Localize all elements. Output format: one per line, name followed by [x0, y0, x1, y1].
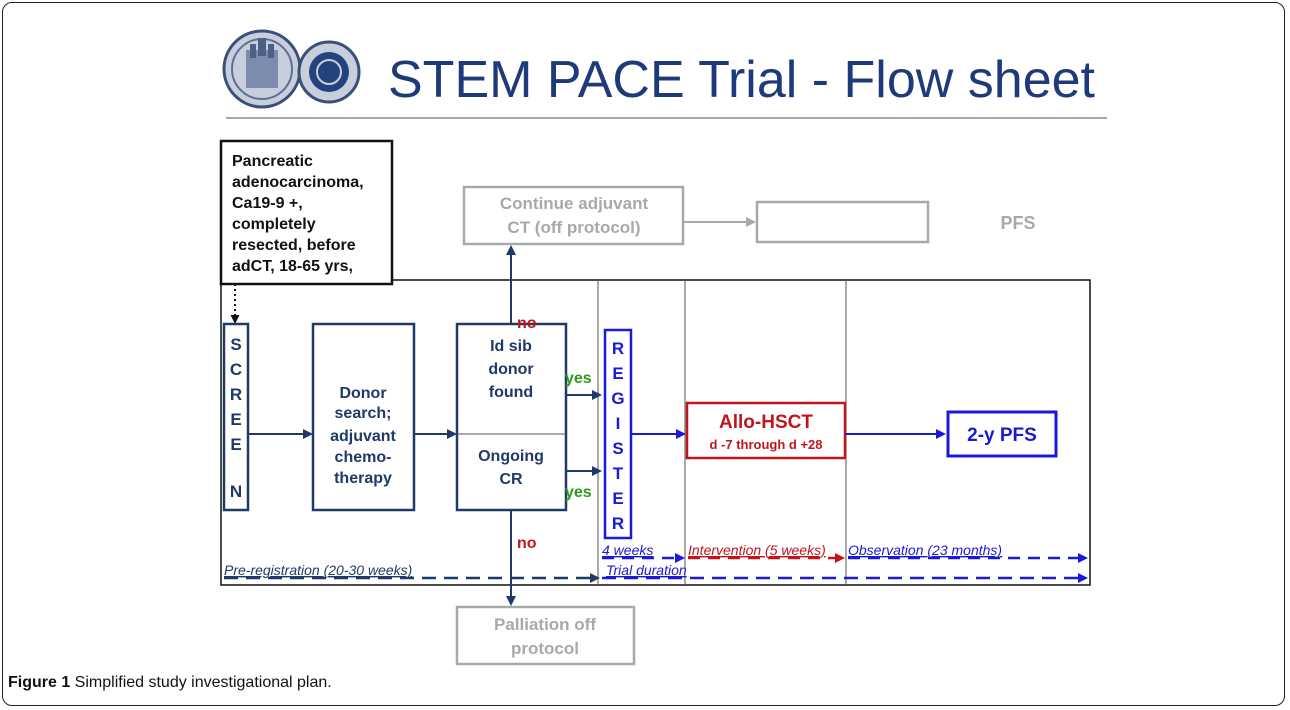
register-box — [603, 328, 633, 540]
allo-hsct-title: Allo-HSCT — [719, 412, 813, 433]
page-title: STEM PACE Trial - Flow sheet — [388, 51, 1096, 109]
id-sib-line: Id sib — [490, 338, 532, 355]
palliation-box — [455, 605, 636, 666]
palliation-line: protocol — [511, 639, 579, 658]
yes-label: yes — [565, 484, 592, 501]
four-weeks-label: 4 weeks — [602, 542, 653, 558]
observation-label: Observation (23 months) — [848, 542, 1002, 558]
figure-caption: Figure 1 Simplified study investigationa… — [8, 674, 332, 692]
screen-letter: E — [230, 435, 241, 454]
screen-letter: N — [230, 482, 242, 501]
trial-frame — [220, 279, 1091, 586]
intervention-label: Intervention (5 weeks) — [688, 542, 826, 558]
register-letter: R — [612, 514, 624, 533]
ongoing-cr-line: Ongoing — [478, 448, 544, 465]
screen-letter: S — [230, 335, 241, 354]
continue-ct-line: Continue adjuvant — [500, 194, 649, 213]
university-seal-icon — [222, 29, 302, 109]
eligibility-box — [219, 139, 394, 286]
donor-search-line: adjuvant — [330, 428, 396, 445]
allo-hsct-box — [685, 401, 847, 460]
donor-search-line: chemo- — [335, 449, 392, 466]
register-letter: I — [616, 414, 621, 433]
ongoing-cr-line: CR — [499, 471, 523, 488]
allo-hsct-sub: d -7 through d +28 — [709, 437, 822, 452]
trial-duration-label: Trial duration — [606, 562, 687, 578]
id-sib-line: found — [489, 384, 533, 401]
donor-search-line: Donor — [339, 385, 386, 402]
register-letter: R — [612, 339, 624, 358]
pfs-off-box — [755, 200, 930, 244]
register-letter: S — [612, 439, 623, 458]
id-sib-line: donor — [488, 361, 533, 378]
screen-box — [222, 322, 250, 512]
eligibility-line: adCT, 18-65 yrs, — [232, 258, 353, 275]
register-letter: G — [611, 389, 624, 408]
no-label: no — [517, 315, 537, 332]
continue-ct-line: CT (off protocol) — [507, 218, 640, 237]
screen-letter: R — [230, 385, 242, 404]
pfs-2y-label: 2-y PFS — [967, 425, 1037, 446]
donor-decision-box — [455, 322, 568, 512]
eligibility-line: completely — [232, 216, 316, 233]
register-letter: E — [612, 489, 623, 508]
donor-search-box — [311, 322, 416, 512]
palliation-line: Palliation off — [494, 615, 596, 634]
no-label: no — [517, 535, 537, 552]
screen-letter: E — [230, 410, 241, 429]
register-letter: E — [612, 364, 623, 383]
pfs-2y-box — [946, 410, 1058, 458]
eligibility-line: Pancreatic — [232, 153, 313, 170]
eligibility-line: resected, before — [232, 237, 356, 254]
eligibility-line: adenocarcinoma, — [232, 174, 364, 191]
faculty-seal-icon — [297, 40, 361, 104]
pfs-off-label: PFS — [1000, 213, 1035, 233]
caption-text: Simplified study investigational plan. — [70, 674, 332, 691]
donor-search-line: therapy — [334, 470, 392, 487]
eligibility-line: Ca19-9 +, — [232, 195, 303, 212]
screen-letter: C — [230, 360, 242, 379]
yes-label: yes — [565, 370, 592, 387]
continue-ct-box — [462, 185, 685, 246]
pre-registration-label: Pre-registration (20-30 weeks) — [224, 562, 412, 578]
caption-label: Figure 1 — [8, 674, 71, 691]
donor-search-line: search; — [335, 405, 392, 422]
register-letter: T — [613, 464, 624, 483]
